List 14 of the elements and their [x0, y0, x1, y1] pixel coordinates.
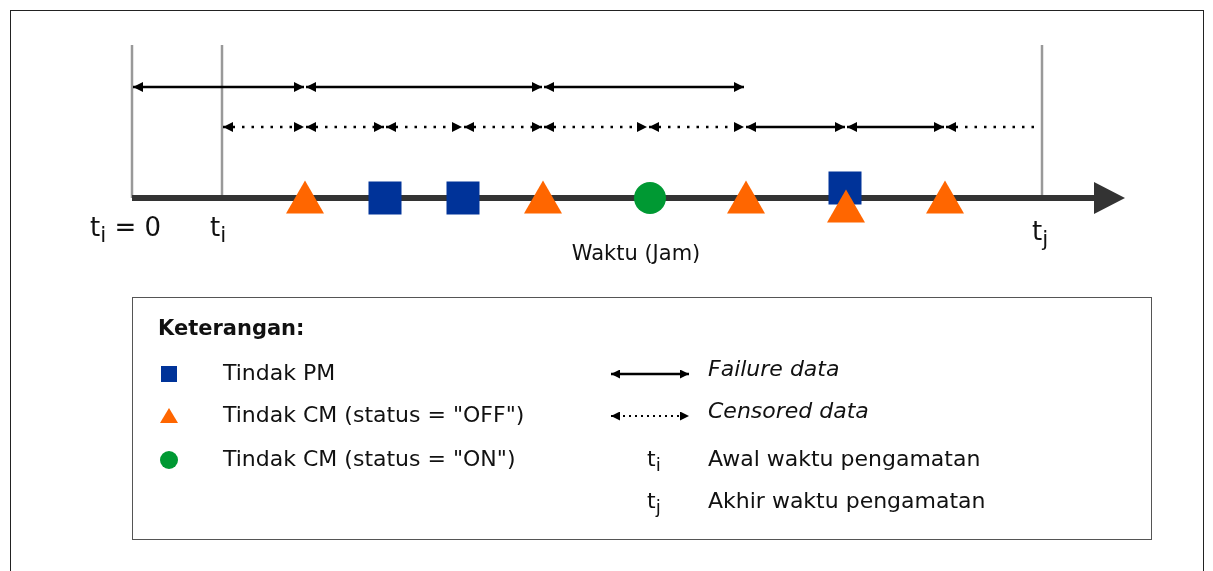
legend-text: Awal waktu pengamatan [708, 448, 981, 470]
legend-text: Failure data [708, 358, 840, 380]
legend-symbol: t$_{i}$ [647, 448, 661, 475]
legend-text: Tindak CM (status = "OFF") [223, 404, 525, 426]
legend-text: Akhir waktu pengamatan [708, 490, 986, 512]
legend-text: Tindak PM [223, 362, 336, 384]
legend-text: Censored data [708, 400, 869, 422]
legend-title: Keterangan: [158, 318, 305, 339]
time-label: t$_{i}$ [210, 214, 227, 246]
axis-title: Waktu (Jam) [571, 243, 701, 264]
legend-text: Tindak CM (status = "ON") [223, 448, 516, 470]
legend-symbol: t$_{j}$ [647, 490, 661, 517]
time-label: t$_{j}$ [1032, 218, 1049, 250]
time-label: t$_{i}$ = 0 [90, 214, 162, 246]
